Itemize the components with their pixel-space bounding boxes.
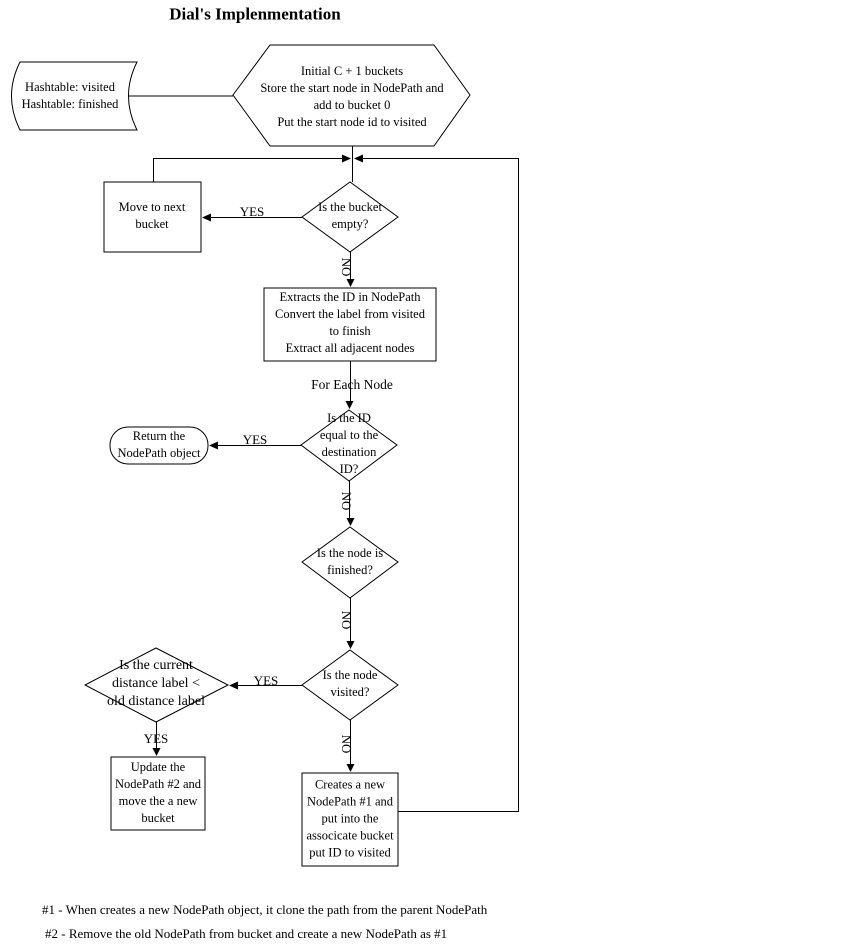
edge-label-node-visited-yes: YES [253,673,279,688]
arrowhead-into-movenext [202,213,211,222]
hashtables-stored-data-shape [11,61,138,131]
edge-label-id-equal-yes: YES [242,432,268,447]
arrowhead-into-update [152,748,161,756]
return-nodepath-label: Return the NodePath object [117,429,201,460]
node-visited-diamond [301,649,399,721]
node-visited-label: Is the node visited? [322,668,378,699]
update-nodepath-label: Update the NodePath #2 and move the a ne… [114,760,202,825]
move-next-bucket-label: Move to next bucket [118,200,186,231]
init-hexagon-shape [232,44,471,147]
arrowhead-junction-right [342,154,351,163]
edge-label-id-equal-no: NO [339,491,354,511]
page-title: Dial's Implenmentation [169,4,341,24]
arrowhead-into-return [209,441,218,450]
footnote-2: #2 - Remove the old NodePath from bucket… [45,926,448,941]
arrowhead-junction-left [354,154,363,163]
arrowhead-into-finished [346,518,355,526]
edge-label-node-visited-no: NO [339,734,354,754]
edge-label-bucket-empty-no: NO [339,257,354,277]
extract-box [263,287,437,362]
move-next-bucket-box [103,181,202,253]
id-equal-diamond [300,409,398,482]
return-nodepath-terminator [109,426,209,465]
id-equal-label: Is the ID equal to the destination ID? [319,411,379,476]
footnote-1: #1 - When creates a new NodePath object,… [42,902,488,917]
arrowhead-into-extract [346,279,355,287]
arrowhead-into-create [346,764,355,772]
extract-label: Extracts the ID in NodePath Convert the … [275,290,425,355]
node-finished-diamond [301,526,399,599]
bucket-empty-label: Is the bucket empty? [318,200,382,231]
edge-label-node-finished-no: NO [339,610,354,630]
update-nodepath-box [110,756,206,831]
bucket-empty-diamond [301,181,399,253]
arrowhead-into-idequal [345,401,354,409]
edge-label-for-each-node: For Each Node [311,377,393,392]
distance-compare-label: Is the current distance label < old dist… [107,658,205,709]
hashtables-label: Hashtable: visited Hashtable: finished [21,80,119,111]
node-finished-label: Is the node is finished? [316,546,384,577]
create-nodepath-box [301,772,399,867]
create-nodepath-label: Creates a new NodePath #1 and put into t… [306,777,394,860]
arrowhead-into-distance [229,681,238,690]
edge-label-bucket-empty-yes: YES [239,204,265,219]
init-label: Initial C + 1 buckets Store the start no… [260,64,444,129]
distance-compare-diamond [83,647,230,723]
arrowhead-into-visited [346,641,355,649]
edge-label-distance-compare-yes: YES [143,731,169,746]
